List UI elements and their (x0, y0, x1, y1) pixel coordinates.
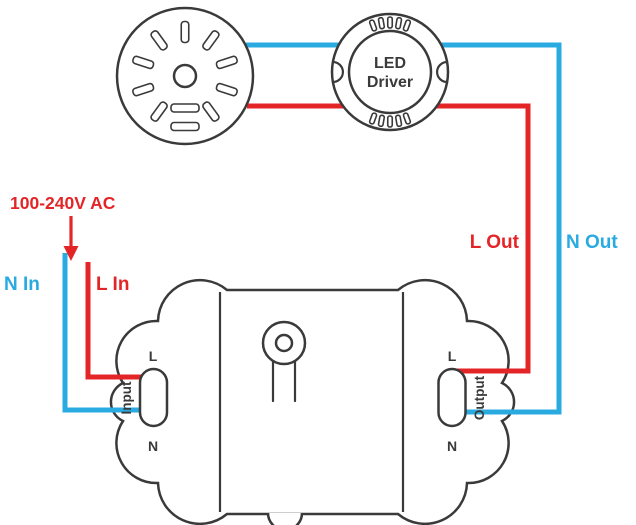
keyhole-slot (271, 359, 297, 403)
pcb-slot (132, 55, 155, 70)
pcb-slot (150, 30, 168, 51)
keyhole-inner-hole (274, 333, 294, 353)
junction-box-body (109, 278, 516, 525)
terminals: L N Input L N Output (119, 348, 487, 454)
supply-voltage-label: 100-240V AC (10, 193, 116, 213)
vent-slot (386, 16, 394, 29)
vent-slot (402, 112, 412, 125)
neutral-out-label: N Out (566, 232, 618, 253)
live-wire-input (85, 262, 150, 380)
pcb-led-slots (132, 20, 238, 132)
pcb-slot (215, 55, 238, 70)
pcb-slot (132, 82, 155, 97)
junction-box (109, 278, 516, 525)
neutral-in-label: N In (4, 274, 40, 295)
vent-slot (377, 114, 386, 128)
output-live-label: L (448, 348, 457, 364)
driver-inner-ring (347, 29, 433, 115)
output-neutral-label: N (447, 438, 457, 454)
junction-box-bottom-tab (266, 512, 304, 525)
annotations: 100-240V AC N In L In L Out N Out (4, 193, 618, 295)
vent-slot (394, 16, 403, 30)
pcb-slot (202, 30, 220, 51)
vent-slot (368, 19, 378, 32)
neutral-wire-input (62, 253, 150, 413)
driver-left-notch (332, 60, 344, 84)
vent-slot (377, 16, 386, 30)
driver-vent-slots-top (368, 16, 412, 32)
driver-label-line1: LED (374, 55, 406, 72)
pcb-slot (170, 121, 200, 132)
pcb-slot (150, 101, 168, 122)
pcb-center-hole (172, 63, 198, 89)
output-label: Output (472, 375, 487, 420)
driver-right-notch (436, 60, 448, 84)
input-terminal-slot (138, 367, 169, 428)
led-driver: LED Driver (330, 12, 450, 132)
live-in-label: L In (96, 274, 129, 295)
input-neutral-label: N (148, 438, 158, 454)
pcb-slot (170, 103, 200, 113)
supply-arrowhead-icon (63, 246, 79, 261)
live-out-label: L Out (470, 232, 520, 253)
pcb-slot (215, 82, 238, 97)
pcb-slot (202, 101, 220, 122)
driver-vent-slots-bottom (368, 112, 412, 128)
driver-label-line2: Driver (367, 74, 413, 91)
vent-slot (368, 112, 378, 125)
input-live-label: L (149, 348, 158, 364)
vent-slot (394, 114, 403, 128)
input-label: Input (119, 381, 134, 414)
output-terminal-slot (437, 367, 467, 428)
keyhole-mount (261, 320, 307, 403)
pcb-slot (180, 20, 190, 44)
led-pcb (115, 6, 255, 146)
vent-slot (402, 19, 412, 32)
vent-slot (386, 115, 394, 128)
